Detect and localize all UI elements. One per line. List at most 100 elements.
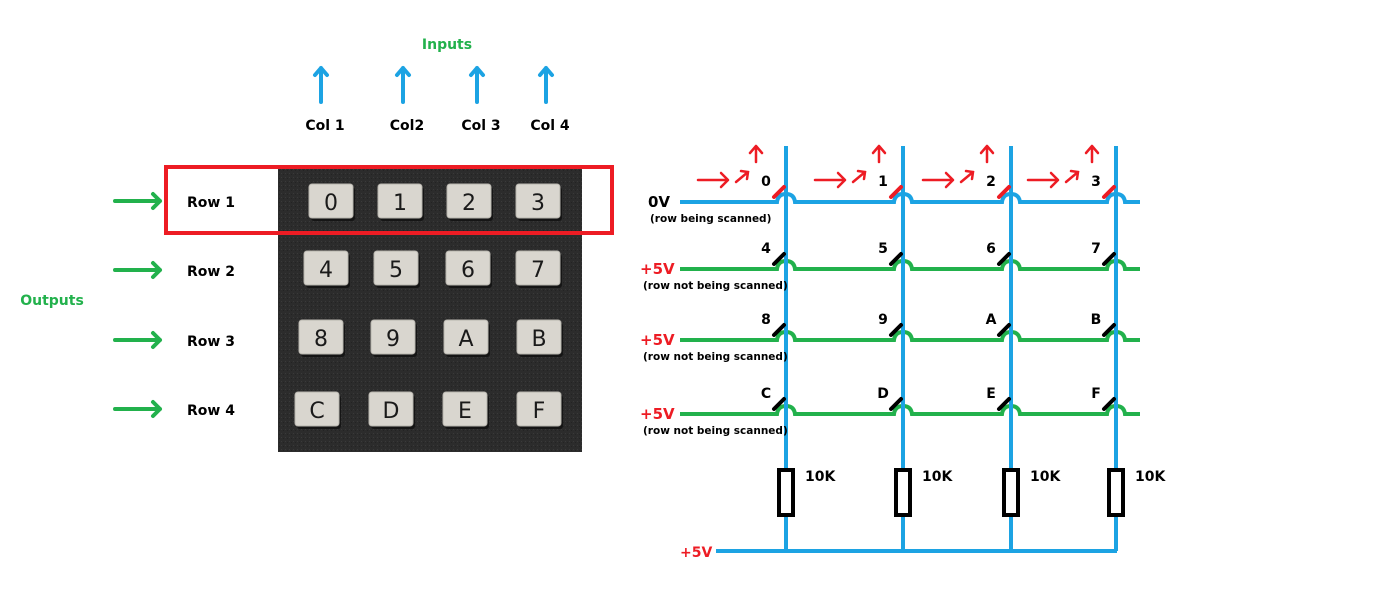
key-switch [1102, 252, 1116, 266]
resistor-icon [894, 468, 912, 517]
row-wire [680, 329, 1140, 342]
column-wires [784, 146, 1118, 551]
row-scan-note: (row not being scanned) [643, 425, 788, 437]
key-cap [515, 250, 561, 286]
row-voltage-labels: 0V (row being scanned) +5V (row not being s… [640, 193, 788, 437]
key-legend: 7 [531, 258, 545, 283]
row-label: Row 1 [187, 195, 235, 211]
key-legend: 2 [462, 191, 476, 216]
key-switch [772, 397, 786, 411]
supply-label: +5V [680, 545, 712, 561]
outputs-label: Outputs [20, 293, 84, 309]
row-voltage-label: +5V [640, 405, 675, 423]
resistor-value-label: 10K [805, 469, 836, 485]
key-switch [1102, 185, 1116, 199]
key-switch [772, 252, 786, 266]
current-up-arrow-icon [979, 144, 995, 164]
row-scan-note: (row being scanned) [650, 213, 771, 225]
key-cap [373, 250, 419, 286]
switch-key-label: D [877, 386, 889, 402]
key-switch [997, 185, 1011, 199]
key-legend: 9 [386, 327, 400, 352]
switch-key-label: 5 [878, 241, 888, 257]
current-up-arrow-icon [871, 144, 887, 164]
key-legend: 4 [319, 258, 333, 283]
row-arrows [113, 192, 162, 418]
switch-key-label: 8 [761, 312, 771, 328]
switch-key-label: 4 [761, 241, 771, 257]
column-label: Col 1 [305, 118, 344, 134]
key-cap [298, 319, 344, 355]
key-legend: C [309, 399, 324, 424]
current-flow-arrow-icon [921, 171, 955, 189]
switch-key-label: 7 [1091, 241, 1101, 257]
switch-key-label: 3 [1091, 174, 1101, 190]
resistor-value-label: 10K [1135, 469, 1166, 485]
column-input-arrow-icon [469, 66, 485, 104]
current-diagonal-arrow-icon [959, 169, 975, 184]
key-cap [370, 319, 416, 355]
key-cap [308, 183, 354, 219]
key-cap [515, 183, 561, 219]
key-cap [294, 391, 340, 427]
current-flow-arrow-icon [1026, 171, 1060, 189]
key-switch [1102, 323, 1116, 337]
key-cap [516, 391, 562, 427]
resistor-icon [777, 468, 795, 517]
key-switch [997, 252, 1011, 266]
key-cap [443, 319, 489, 355]
column-arrows [313, 66, 554, 104]
switch-key-label: E [986, 386, 996, 402]
key-switch [997, 397, 1011, 411]
current-diagonal-arrow-icon [851, 169, 867, 184]
resistor-icon [1107, 468, 1125, 517]
key-legend: D [383, 399, 400, 424]
switch-key-label: 0 [761, 174, 771, 190]
switch-key-label: C [761, 386, 771, 402]
row-wires [680, 191, 1140, 416]
key-cap [446, 183, 492, 219]
scanned-row-highlight [164, 165, 614, 235]
switch-key-label: 9 [878, 312, 888, 328]
key-switch [889, 252, 903, 266]
switch-key-label: 6 [986, 241, 996, 257]
key-switch [772, 323, 786, 337]
column-label: Col 4 [530, 118, 570, 134]
column-input-arrow-icon [538, 66, 554, 104]
switch-key-label: 1 [878, 174, 888, 190]
switch-key-label: 2 [986, 174, 996, 190]
key-cap [445, 250, 491, 286]
key-switch [889, 397, 903, 411]
row-output-arrow-icon [113, 261, 162, 279]
row-output-arrow-icon [113, 192, 162, 210]
row-voltage-label: +5V [640, 260, 675, 278]
resistor-icon [1002, 468, 1020, 517]
current-up-arrow-icon [748, 144, 764, 164]
row-scan-note: (row not being scanned) [643, 351, 788, 363]
row-output-arrow-icon [113, 331, 162, 349]
key-cap [377, 183, 423, 219]
column-input-arrow-icon [395, 66, 411, 104]
row-label: Row 2 [187, 264, 235, 280]
key-legend: 0 [324, 191, 338, 216]
key-cap [303, 250, 349, 286]
key-legend: 1 [393, 191, 407, 216]
resistor-value-label: 10K [922, 469, 953, 485]
key-switch [772, 185, 786, 199]
current-flow-arrows [696, 144, 1100, 189]
current-up-arrow-icon [1084, 144, 1100, 164]
key-switch [889, 323, 903, 337]
row-voltage-label: 0V [648, 193, 670, 211]
key-legend: 6 [461, 258, 475, 283]
key-legend: 8 [314, 327, 328, 352]
key-switch [997, 323, 1011, 337]
key-legend: F [533, 399, 546, 424]
switch-key-label: F [1091, 386, 1101, 402]
